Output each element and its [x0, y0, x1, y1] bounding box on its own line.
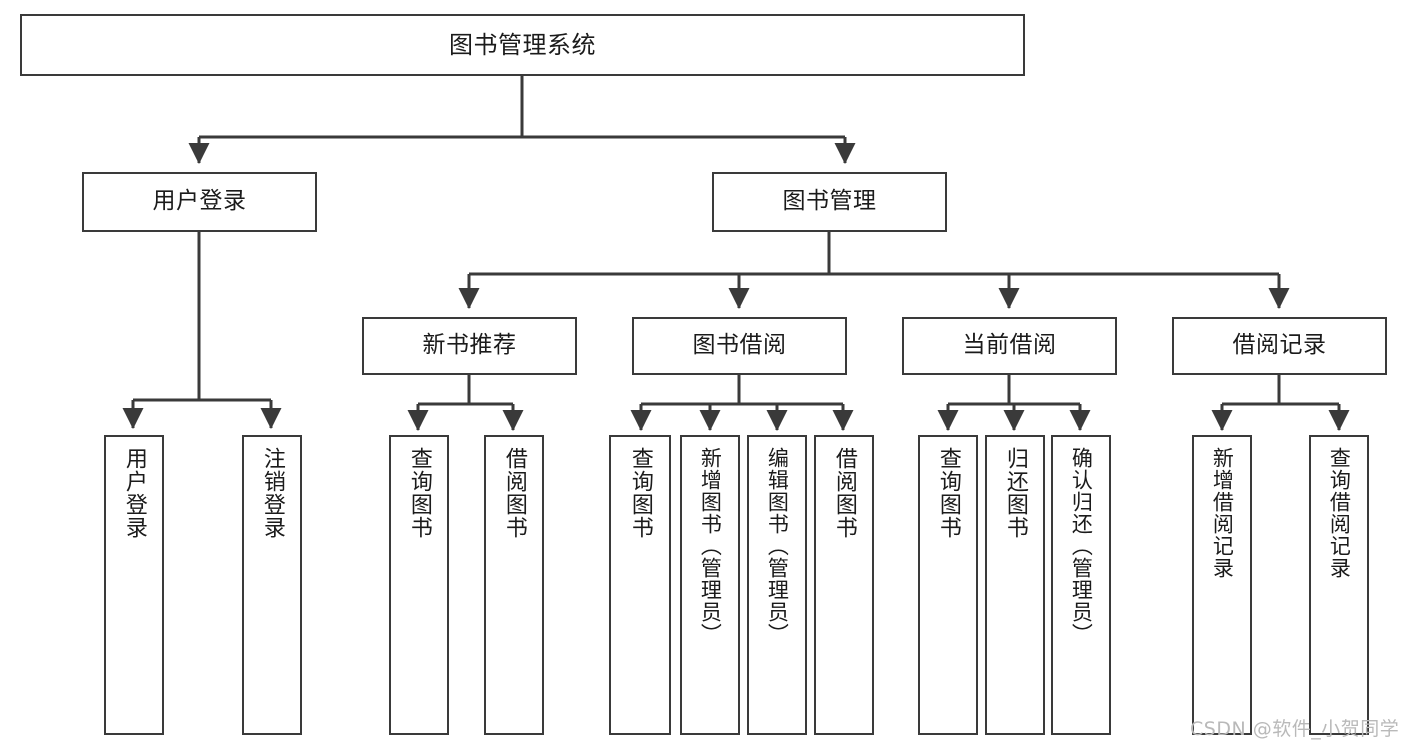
node-label: 确认归还（管理员）	[1069, 447, 1094, 645]
node-label: 用户登录	[121, 447, 147, 539]
node-label: 编辑图书（管理员）	[765, 447, 790, 645]
node-label: 查询图书	[406, 447, 432, 539]
node-leaf-confirm-return[interactable]: 确认归还（管理员）	[1051, 435, 1111, 735]
node-label: 注销登录	[259, 447, 285, 539]
node-leaf-edit-book[interactable]: 编辑图书（管理员）	[747, 435, 807, 735]
node-leaf-borrow-book-2[interactable]: 借阅图书	[814, 435, 874, 735]
node-leaf-return-book[interactable]: 归还图书	[985, 435, 1045, 735]
node-leaf-query-book-1[interactable]: 查询图书	[389, 435, 449, 735]
node-leaf-query-book-2[interactable]: 查询图书	[609, 435, 671, 735]
node-leaf-query-record[interactable]: 查询借阅记录	[1309, 435, 1369, 735]
node-label: 新增图书（管理员）	[698, 447, 723, 645]
node-label: 查询图书	[627, 447, 653, 539]
node-label: 用户登录	[152, 188, 247, 215]
node-root-system[interactable]: 图书管理系统	[20, 14, 1025, 76]
node-leaf-logout-login[interactable]: 注销登录	[242, 435, 302, 735]
node-leaf-user-login[interactable]: 用户登录	[104, 435, 164, 735]
csdn-watermark: CSDN @软件_小贺同学	[1190, 718, 1400, 740]
node-label: 图书管理	[782, 188, 877, 215]
node-leaf-query-book-3[interactable]: 查询图书	[918, 435, 978, 735]
node-label: 图书管理系统	[449, 30, 596, 59]
node-user-login[interactable]: 用户登录	[82, 172, 317, 232]
node-book-manage[interactable]: 图书管理	[712, 172, 947, 232]
node-book-borrow[interactable]: 图书借阅	[632, 317, 847, 375]
node-label: 归还图书	[1002, 447, 1028, 539]
node-label: 当前借阅	[962, 332, 1057, 359]
node-leaf-borrow-book-1[interactable]: 借阅图书	[484, 435, 544, 735]
node-new-book-recommend[interactable]: 新书推荐	[362, 317, 577, 375]
node-leaf-add-record[interactable]: 新增借阅记录	[1192, 435, 1252, 735]
node-label: 查询借阅记录	[1327, 447, 1352, 579]
node-current-borrow[interactable]: 当前借阅	[902, 317, 1117, 375]
node-label: 查询图书	[935, 447, 961, 539]
node-label: 借阅图书	[501, 447, 527, 539]
node-leaf-add-book[interactable]: 新增图书（管理员）	[680, 435, 740, 735]
node-label: 图书借阅	[692, 332, 787, 359]
node-label: 借阅图书	[831, 447, 857, 539]
node-label: 借阅记录	[1232, 332, 1327, 359]
node-label: 新书推荐	[422, 332, 517, 359]
node-borrow-record[interactable]: 借阅记录	[1172, 317, 1387, 375]
node-label: 新增借阅记录	[1210, 447, 1235, 579]
